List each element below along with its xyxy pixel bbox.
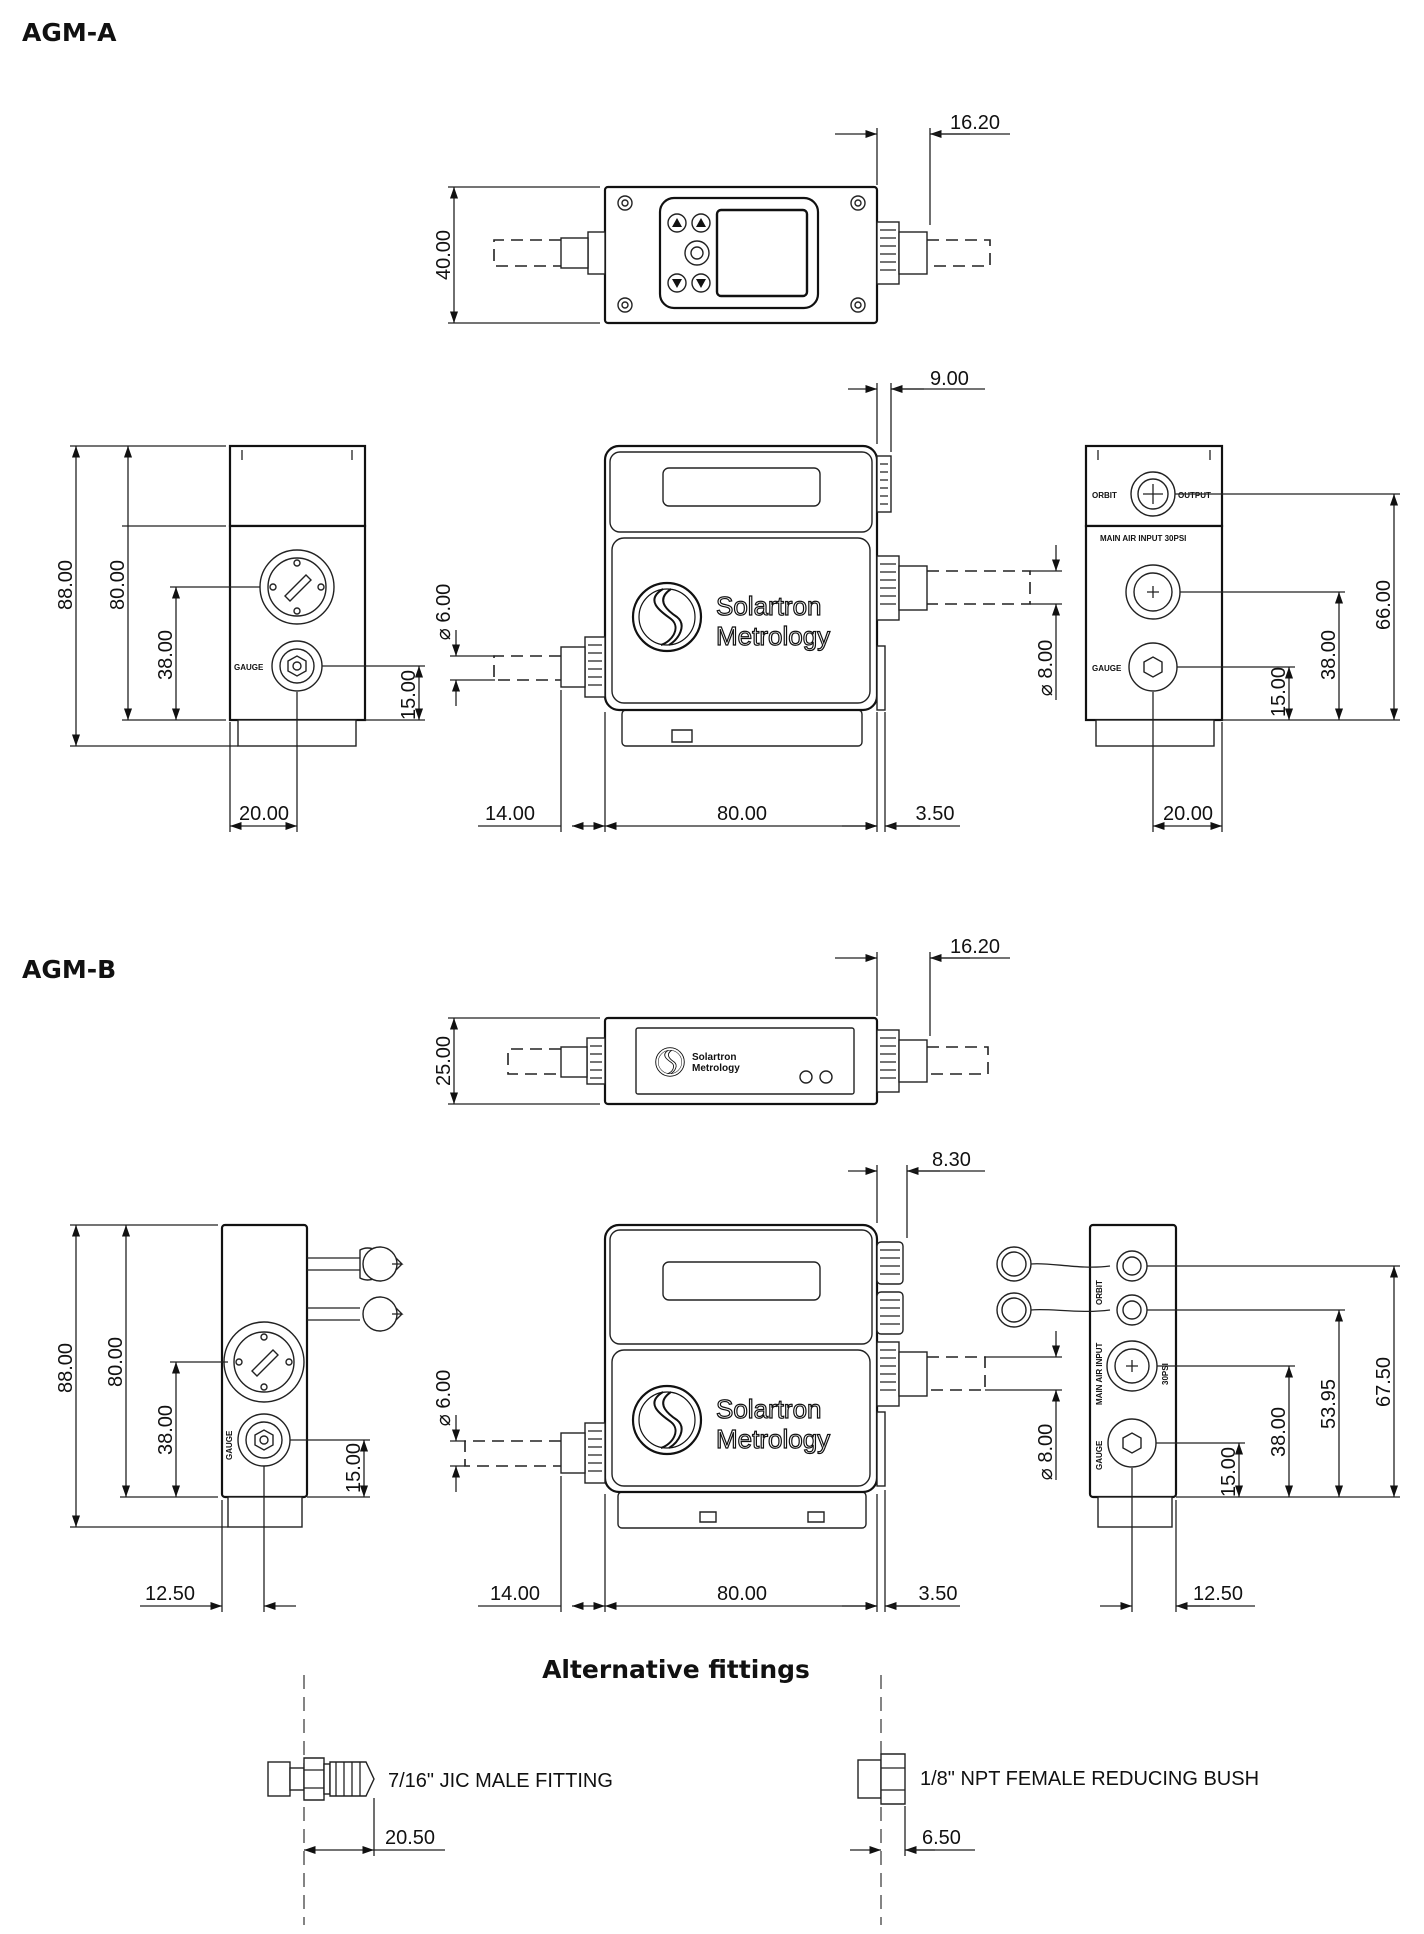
agm-b-left-dim-88: 88.00 [55,1343,77,1393]
agm-b-left-dim-15: 15.00 [343,1443,365,1493]
agm-a-left-label-gauge: GAUGE [234,663,264,672]
section-title-agm-b: AGM-B [22,955,117,984]
agm-b-left-dim-12-50: 12.50 [145,1583,195,1605]
alt-fitting-jic-label: 7/16" JIC MALE FITTING [388,1770,613,1792]
agm-b-front-dim-dia-6: ⌀ 6.00 [433,1370,455,1427]
agm-b-rear-dim-67-50: 67.50 [1373,1357,1395,1407]
agm-b-top-dim-16-20: 16.20 [950,936,1000,958]
agm-b-rear-dim-15: 15.00 [1218,1447,1240,1497]
agm-a-rear-label-gauge: GAUGE [1092,664,1122,673]
agm-b-rear-dim-12-50: 12.50 [1193,1583,1243,1605]
agm-b-rear-label-30psi: 30PSI [1161,1363,1170,1385]
alt-fittings: 7/16" JIC MALE FITTING 20.50 1/8" NPT FE… [267,1675,1259,1925]
agm-b-front-dim-dia-8: ⌀ 8.00 [1035,1424,1057,1481]
agm-b-top-logo-line1: Solartron [692,1052,736,1063]
agm-b-top-dim-25: 25.00 [433,1036,455,1086]
agm-b-logo-line2: Metrology [716,1424,830,1454]
agm-b-front-dim-3-50: 3.50 [919,1583,958,1605]
agm-a-top-dim-16-20: 16.20 [950,112,1000,134]
section-title-agm-a: AGM-A [22,18,117,47]
agm-b-rear-label-main-air: MAIN AIR INPUT [1095,1343,1104,1405]
agm-a-left-dim-38: 38.00 [155,630,177,680]
agm-a-front-dim-9: 9.00 [930,368,969,390]
agm-a-logo-line1: Solartron [716,591,822,621]
section-title-alternative-fittings: Alternative fittings [542,1655,810,1684]
agm-b-top-logo-line2: Metrology [692,1063,740,1074]
agm-a-left-side-view: GAUGE 88.00 80.00 38.00 15.00 20.00 [55,444,425,832]
agm-b-left-dim-38: 38.00 [155,1405,177,1455]
agm-b-logo-line1: Solartron [716,1394,822,1424]
agm-a-left-dim-20: 20.00 [239,803,289,825]
alt-fitting-jic-dim: 20.50 [385,1827,435,1849]
agm-b-left-label-gauge: GAUGE [225,1430,234,1460]
agm-a-front-dim-dia-8: ⌀ 8.00 [1035,640,1057,697]
agm-b-rear-label-gauge: GAUGE [1095,1440,1104,1470]
agm-b-rear-label-orbit: ORBIT [1095,1280,1104,1305]
agm-a-rear-dim-38: 38.00 [1318,630,1340,680]
agm-a-left-dim-88: 88.00 [55,560,77,610]
agm-a-rear-label-output: OUTPUT [1178,491,1211,500]
agm-b-rear-view: ORBIT MAIN AIR INPUT 30PSI GAUGE 67.50 5… [996,1223,1400,1612]
agm-a-front-view: Solartron Metrology 9.00 ⌀ 6.00 ⌀ 8.00 [433,368,1062,832]
alt-fitting-npt-dim: 6.50 [922,1827,961,1849]
agm-b-top-view: Solartron Metrology 16.20 25.00 [433,936,1010,1106]
alt-fitting-npt-label: 1/8" NPT FEMALE REDUCING BUSH [920,1768,1259,1790]
agm-a-rear-dim-20: 20.00 [1163,803,1213,825]
agm-a-front-dim-dia-6: ⌀ 6.00 [433,584,455,641]
agm-a-rear-dim-66: 66.00 [1373,580,1395,630]
agm-a-logo-line2: Metrology [716,621,830,651]
agm-b-rear-dim-38: 38.00 [1268,1407,1290,1457]
agm-a-front-dim-14: 14.00 [485,803,535,825]
agm-a-front-dim-80: 80.00 [717,803,767,825]
agm-a-rear-label-orbit: ORBIT [1092,491,1117,500]
agm-b-front-dim-80: 80.00 [717,1583,767,1605]
agm-a-top-dim-40: 40.00 [433,230,455,280]
agm-b-left-dim-80: 80.00 [105,1337,127,1387]
agm-b-left-side-view: GAUGE 88.00 80.00 38.00 15.00 12.50 [55,1223,404,1612]
agm-a-left-dim-80: 80.00 [107,560,129,610]
agm-b-front-view: Solartron Metrology 8.30 ⌀ 6.00 ⌀ 8.00 [433,1149,1062,1612]
agm-a-left-dim-15: 15.00 [398,670,420,720]
agm-b-front-dim-8-30: 8.30 [932,1149,971,1171]
agm-a-rear-dim-15: 15.00 [1268,667,1290,717]
agm-b-front-dim-14: 14.00 [490,1583,540,1605]
agm-a-top-view: 16.20 40.00 [433,112,1010,325]
agm-a-rear-label-main-air: MAIN AIR INPUT 30PSI [1100,534,1186,543]
agm-a-rear-view: ORBIT OUTPUT MAIN AIR INPUT 30PSI GAUGE … [1084,444,1400,832]
agm-a-front-dim-3-50: 3.50 [916,803,955,825]
agm-b-rear-dim-53-95: 53.95 [1318,1379,1340,1429]
